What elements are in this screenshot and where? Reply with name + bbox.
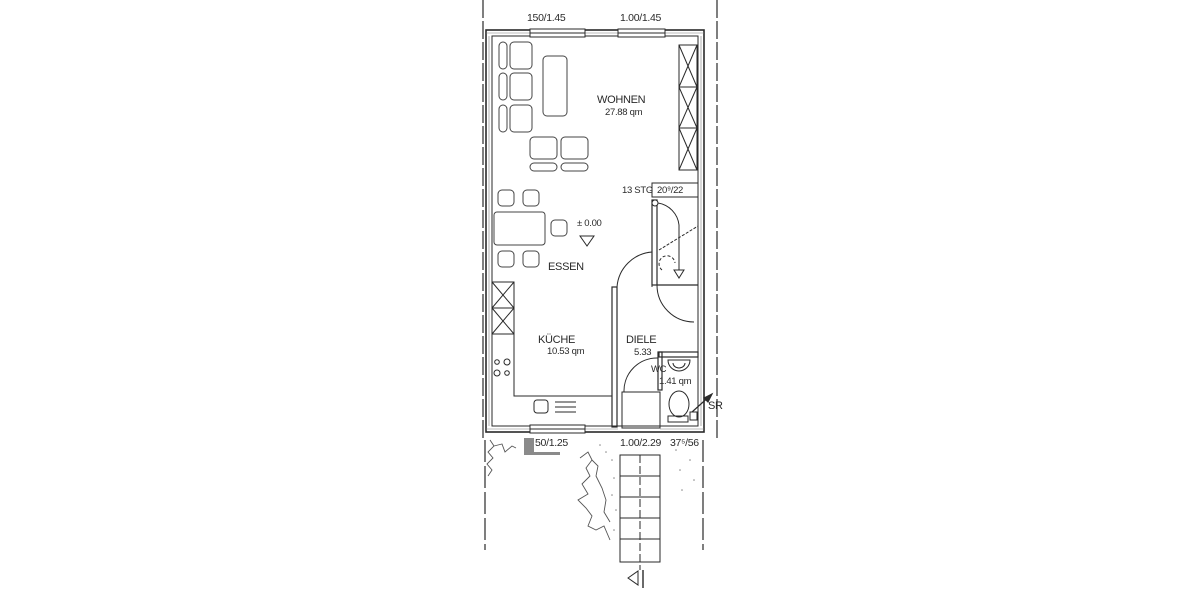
room-label-wc: WC	[651, 364, 667, 375]
stairs-count: 13 STG	[622, 185, 653, 196]
dimension-door-bottom: 1.00/2.29	[620, 437, 662, 449]
room-label-kueche: KÜCHE	[538, 334, 576, 346]
dimension-window-bottom-right: 37⁵/56	[670, 437, 699, 449]
sr-annotation: SR	[708, 400, 723, 412]
room-area-diele: 5.33	[634, 347, 652, 358]
dimension-window-top-left: 150/1.45	[527, 12, 566, 24]
dimension-window-top-right: 1.00/1.45	[620, 12, 662, 24]
level-marker: ± 0.00	[577, 218, 602, 229]
room-area-wohnen: 27.88 qm	[605, 107, 643, 118]
room-label-essen: ESSEN	[548, 261, 584, 273]
room-label-wohnen: WOHNEN	[597, 94, 646, 106]
room-label-diele: DIELE	[626, 334, 657, 346]
stairs-rise-run: 20⁹/22	[657, 185, 684, 196]
room-area-wc: 1.41 qm	[659, 376, 692, 387]
dimension-window-bottom-left: 50/1.25	[535, 437, 568, 449]
room-area-kueche: 10.53 qm	[547, 346, 585, 357]
